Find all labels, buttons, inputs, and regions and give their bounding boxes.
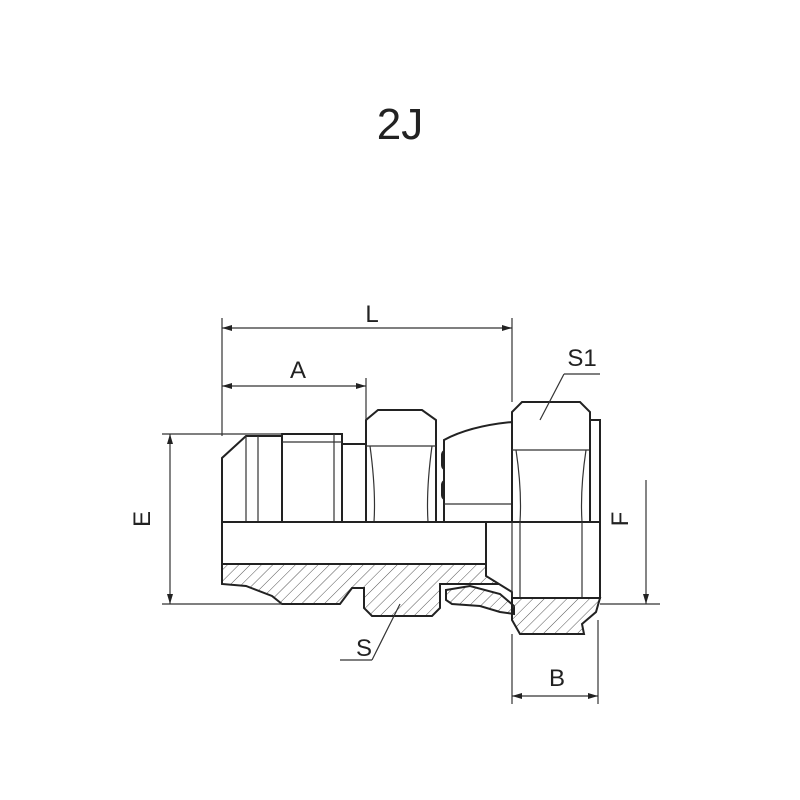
dim-label-b: B bbox=[549, 665, 565, 692]
swivel-section bbox=[445, 584, 515, 616]
dim-label-a: A bbox=[290, 357, 306, 384]
hex-s1 bbox=[511, 401, 591, 523]
male-cone-tip bbox=[221, 435, 283, 523]
male-thread-body bbox=[281, 433, 343, 523]
hex-s bbox=[365, 409, 437, 523]
section-view bbox=[221, 521, 602, 635]
dimensions: L A E F S S1 B bbox=[129, 301, 660, 704]
dim-label-e: E bbox=[129, 511, 156, 527]
outer-view bbox=[221, 401, 601, 523]
nut-end bbox=[589, 419, 601, 523]
bore bbox=[221, 521, 487, 565]
dim-label-s1: S1 bbox=[567, 345, 596, 372]
nut-bore bbox=[485, 521, 601, 599]
nut-section bbox=[511, 597, 602, 635]
swivel-body bbox=[443, 420, 513, 523]
diagram-title: 2J bbox=[376, 100, 424, 149]
dim-label-l: L bbox=[365, 301, 378, 328]
dim-label-s: S bbox=[356, 635, 372, 662]
neck bbox=[341, 443, 367, 523]
dim-label-f: F bbox=[607, 512, 634, 527]
